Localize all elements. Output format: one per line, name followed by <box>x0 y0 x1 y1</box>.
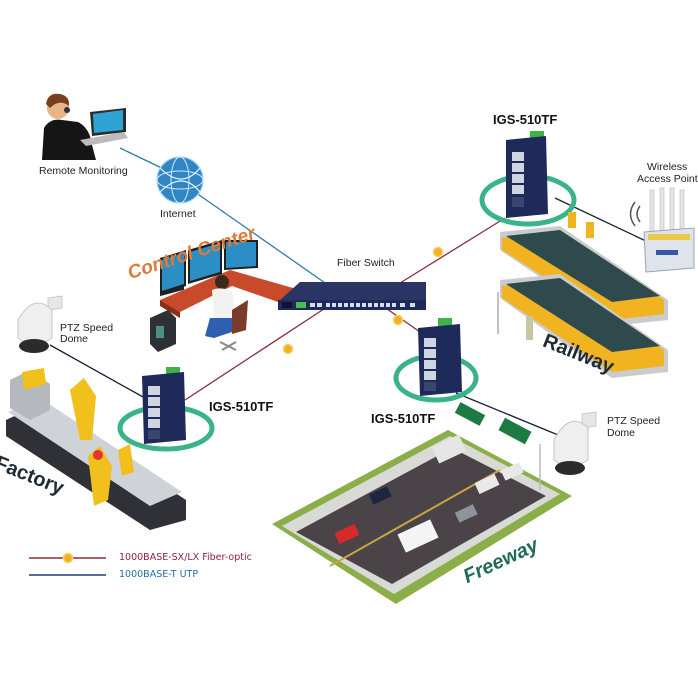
wireless-ap-label-line2: Access Point <box>637 173 698 185</box>
ptz-camera-icon <box>553 411 597 475</box>
fiber-connector-icon <box>392 314 404 326</box>
legend-utp-label: 1000BASE-T UTP <box>119 569 199 580</box>
wireless-router-icon <box>629 187 695 273</box>
igs-railway-label: IGS-510TF <box>493 112 558 127</box>
link-igs-freeway-ptz <box>455 392 564 438</box>
ptz-camera-icon <box>17 295 63 353</box>
igs-factory-label: IGS-510TF <box>209 399 274 414</box>
ptz-factory-label-line2: Dome <box>60 333 89 345</box>
legend-swatches <box>29 552 106 576</box>
internet-label: Internet <box>160 208 196 220</box>
fiber-connector-icon <box>432 246 444 258</box>
railway-illustration <box>497 212 668 378</box>
remote-monitoring-label: Remote Monitoring <box>39 165 128 177</box>
rack-switch-icon <box>278 282 426 310</box>
legend-fiber-label: 1000BASE-SX/LX Fiber-optic <box>119 552 252 563</box>
person-laptop-icon <box>42 93 128 160</box>
ptz-freeway-label-line1: PTZ Speed <box>607 415 661 427</box>
link-internet-switch <box>191 189 339 293</box>
fiber-connector-icon <box>282 343 294 355</box>
industrial-switch-icon <box>506 131 548 218</box>
industrial-switch-icon <box>142 367 186 444</box>
operator-desk-icon <box>150 240 300 352</box>
freeway-illustration <box>272 402 572 604</box>
wireless-ap-label-line1: Wireless <box>647 161 688 173</box>
globe-icon <box>156 156 204 204</box>
link-igs-factory-ptz <box>49 344 144 398</box>
factory-illustration <box>6 368 186 530</box>
ptz-factory-label-line1: PTZ Speed <box>60 322 114 334</box>
igs-freeway-label: IGS-510TF <box>371 411 436 426</box>
industrial-switch-icon <box>418 318 462 396</box>
ptz-freeway-label-line2: Dome <box>607 427 636 439</box>
link-switch-igs-factory <box>184 304 331 401</box>
fiber-connector-icon <box>62 552 74 564</box>
link-switch-igs-railway <box>391 217 506 289</box>
fiber-switch-label: Fiber Switch <box>337 257 395 269</box>
